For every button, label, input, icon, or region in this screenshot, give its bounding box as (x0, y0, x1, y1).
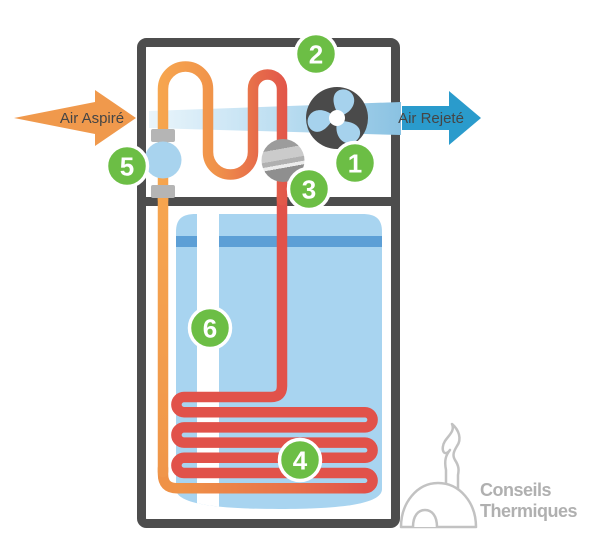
fan-blade (333, 89, 355, 116)
logo-text-line2: Thermiques (480, 501, 578, 521)
badge-1-fan: 1 (332, 140, 378, 186)
tank-highlight (197, 214, 219, 509)
air-out-arrow (402, 91, 481, 145)
fan-icon (306, 87, 368, 149)
badge-4-condenser: 4 (277, 437, 323, 483)
fan-blade (336, 120, 361, 144)
logo-igloo-icon (399, 481, 478, 529)
badge-1-number: 1 (348, 149, 362, 179)
air-in-label: Air Aspiré (60, 110, 124, 127)
badge-2-evaporator: 2 (293, 31, 339, 77)
badge-3-compressor: 3 (286, 166, 332, 212)
badge-4-number: 4 (293, 446, 308, 476)
compressor (261, 139, 305, 182)
badge-5-number: 5 (120, 152, 134, 182)
valve-body (144, 141, 182, 179)
logo-candle-icon (441, 422, 461, 497)
air-out-label: Air Rejeté (398, 110, 464, 127)
badge-3-number: 3 (302, 175, 316, 205)
valve-fitting-top (151, 129, 175, 142)
badge-2-number: 2 (309, 40, 323, 70)
unit-casing-frame (137, 38, 400, 528)
badge-5-expansion-valve: 5 (104, 143, 150, 189)
logo-igloo-door (411, 508, 439, 528)
evaporator-coil (157, 61, 288, 206)
valve-fitting-bottom (151, 185, 175, 198)
expansion-valve (144, 129, 182, 198)
air-in-arrow (14, 90, 136, 146)
fan-hub (329, 110, 345, 126)
badge-6-tank: 6 (187, 305, 233, 351)
conseils-thermiques-logo: Conseils Thermiques (399, 422, 578, 529)
logo-text-line1: Conseils (480, 480, 552, 500)
fan-blade (307, 110, 334, 132)
badge-6-number: 6 (203, 314, 217, 344)
condenser-coil (171, 190, 378, 494)
